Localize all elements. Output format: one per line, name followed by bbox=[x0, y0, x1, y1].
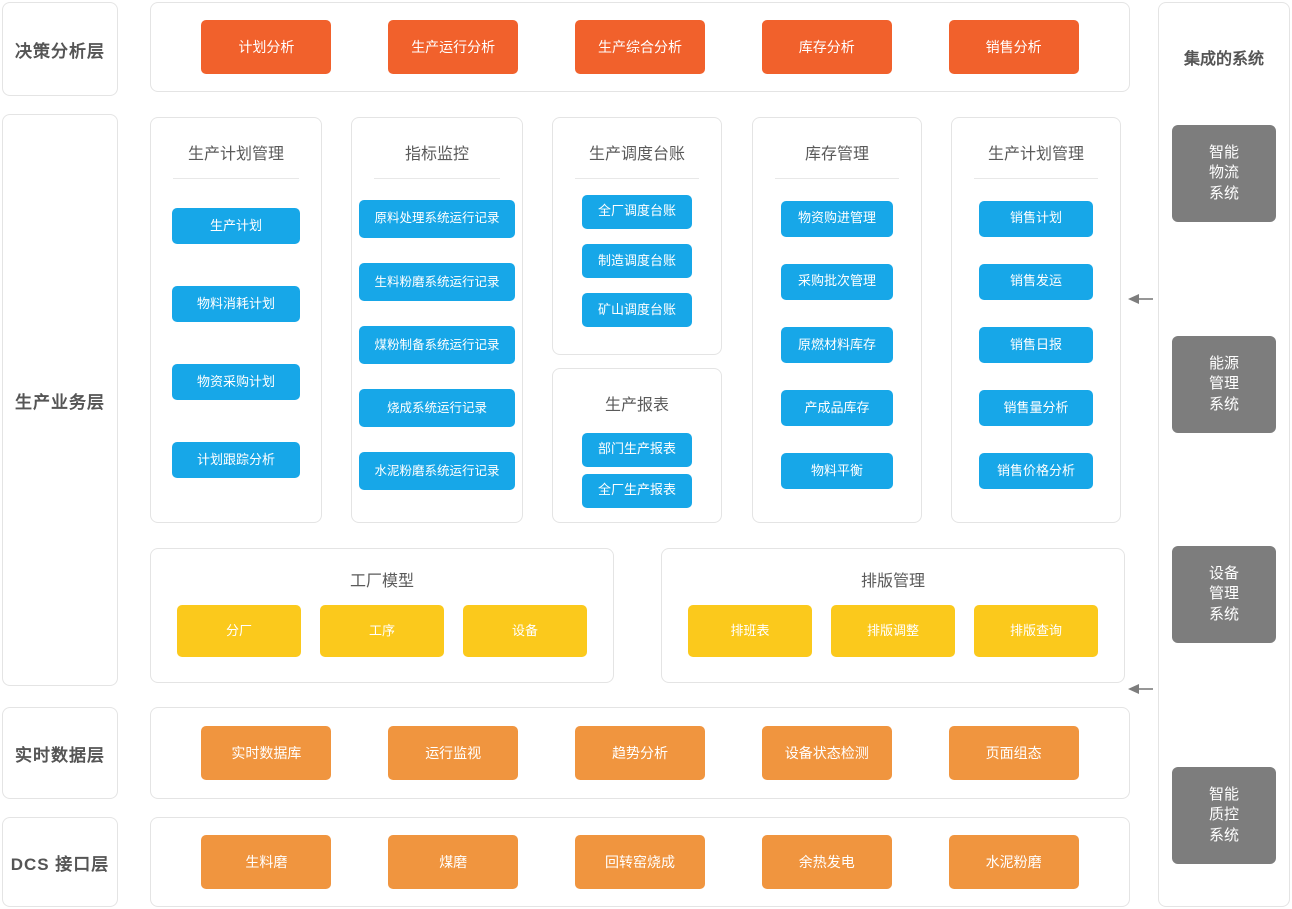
band-schedule-management-item-2[interactable]: 排版查询 bbox=[974, 605, 1098, 657]
decision-item-3[interactable]: 库存分析 bbox=[761, 20, 892, 74]
group-production-report-title: 生产报表 bbox=[604, 397, 669, 414]
layer-label-business: 生产业务层 bbox=[2, 114, 118, 686]
group-indicator-monitor-item-1[interactable]: 生料粉磨系统运行记录 bbox=[359, 262, 515, 301]
integrated-systems-title: 集成的系统 bbox=[1183, 51, 1264, 68]
group-indicator-monitor-title: 指标监控 bbox=[374, 140, 500, 179]
group-dispatch-ledger-item-2[interactable]: 矿山调度台账 bbox=[582, 293, 692, 328]
group-production-plan-title: 生产计划管理 bbox=[173, 140, 299, 179]
decision-item-4[interactable]: 销售分析 bbox=[948, 20, 1079, 74]
group-sales-plan: 生产计划管理 销售计划 销售发运 销售日报 销售量分析 销售价格分析 bbox=[951, 117, 1121, 523]
layer-label-realtime: 实时数据层 bbox=[2, 707, 118, 799]
integrated-system-smart-quality-control-line-1: 质控 bbox=[1208, 806, 1239, 824]
arrow-left-lower bbox=[1128, 682, 1154, 694]
realtime-item-2[interactable]: 趋势分析 bbox=[574, 726, 705, 780]
realtime-data-band: 实时数据库 运行监视 趋势分析 设备状态检测 页面组态 bbox=[150, 707, 1130, 799]
group-inventory-item-4[interactable]: 物料平衡 bbox=[781, 453, 893, 490]
group-sales-plan-item-4[interactable]: 销售价格分析 bbox=[979, 453, 1093, 490]
integrated-system-smart-quality-control-line-2: 系统 bbox=[1208, 826, 1239, 844]
integrated-systems-panel: 集成的系统 智能 物流 系统 能源 管理 系统 设备 管理 系统 智能 质控 系… bbox=[1158, 2, 1290, 907]
decision-analysis-band: 计划分析 生产运行分析 生产综合分析 库存分析 销售分析 bbox=[150, 2, 1130, 92]
layer-label-dcs: DCS 接口层 bbox=[2, 817, 118, 907]
integrated-system-smart-quality-control[interactable]: 智能 质控 系统 bbox=[1172, 767, 1276, 864]
realtime-item-3[interactable]: 设备状态检测 bbox=[761, 726, 892, 780]
group-sales-plan-item-1[interactable]: 销售发运 bbox=[979, 263, 1093, 300]
group-inventory-item-0[interactable]: 物资购进管理 bbox=[781, 200, 893, 237]
dcs-item-3[interactable]: 余热发电 bbox=[761, 835, 892, 889]
realtime-item-4[interactable]: 页面组态 bbox=[948, 726, 1079, 780]
group-production-plan-item-3[interactable]: 计划跟踪分析 bbox=[172, 442, 300, 478]
group-dispatch-ledger: 生产调度台账 全厂调度台账 制造调度台账 矿山调度台账 bbox=[552, 117, 722, 355]
integrated-system-equipment-management-line-0: 设备 bbox=[1208, 565, 1239, 583]
group-inventory-title: 库存管理 bbox=[775, 140, 899, 179]
band-factory-model-item-1[interactable]: 工序 bbox=[320, 605, 444, 657]
layer-label-decision: 决策分析层 bbox=[2, 2, 118, 96]
integrated-system-smart-quality-control-line-0: 智能 bbox=[1208, 786, 1239, 804]
band-factory-model-title: 工厂模型 bbox=[349, 573, 414, 590]
integrated-system-smart-logistics-line-0: 智能 bbox=[1208, 144, 1239, 162]
integrated-system-equipment-management-line-2: 系统 bbox=[1208, 605, 1239, 623]
dcs-item-1[interactable]: 煤磨 bbox=[388, 835, 519, 889]
group-production-plan-item-1[interactable]: 物料消耗计划 bbox=[172, 286, 300, 322]
dcs-item-0[interactable]: 生料磨 bbox=[201, 835, 332, 889]
decision-item-1[interactable]: 生产运行分析 bbox=[388, 20, 519, 74]
band-schedule-management-item-0[interactable]: 排班表 bbox=[688, 605, 812, 657]
group-sales-plan-item-3[interactable]: 销售量分析 bbox=[979, 390, 1093, 427]
decision-item-2[interactable]: 生产综合分析 bbox=[574, 20, 705, 74]
group-inventory-item-2[interactable]: 原燃材料库存 bbox=[781, 326, 893, 363]
group-inventory-item-3[interactable]: 产成品库存 bbox=[781, 390, 893, 427]
decision-item-0[interactable]: 计划分析 bbox=[201, 20, 332, 74]
group-sales-plan-item-0[interactable]: 销售计划 bbox=[979, 200, 1093, 237]
integrated-system-equipment-management[interactable]: 设备 管理 系统 bbox=[1172, 546, 1276, 643]
group-production-report-item-1[interactable]: 全厂生产报表 bbox=[582, 473, 692, 508]
group-production-report: 生产报表 部门生产报表 全厂生产报表 bbox=[552, 368, 722, 523]
integrated-system-smart-logistics-line-2: 系统 bbox=[1208, 184, 1239, 202]
realtime-item-0[interactable]: 实时数据库 bbox=[201, 726, 332, 780]
group-production-plan-item-0[interactable]: 生产计划 bbox=[172, 208, 300, 244]
group-inventory-item-1[interactable]: 采购批次管理 bbox=[781, 263, 893, 300]
dcs-item-2[interactable]: 回转窑烧成 bbox=[574, 835, 705, 889]
dcs-interface-band: 生料磨 煤磨 回转窑烧成 余热发电 水泥粉磨 bbox=[150, 817, 1130, 907]
group-indicator-monitor-item-2[interactable]: 煤粉制备系统运行记录 bbox=[359, 325, 515, 364]
group-production-report-item-0[interactable]: 部门生产报表 bbox=[582, 432, 692, 467]
layer-label-business-text: 生产业务层 bbox=[15, 392, 105, 412]
group-dispatch-ledger-title: 生产调度台账 bbox=[575, 140, 699, 179]
layer-label-realtime-text: 实时数据层 bbox=[15, 745, 105, 765]
dcs-item-4[interactable]: 水泥粉磨 bbox=[948, 835, 1079, 889]
band-schedule-management-item-1[interactable]: 排版调整 bbox=[831, 605, 955, 657]
band-factory-model-item-0[interactable]: 分厂 bbox=[177, 605, 301, 657]
group-production-plan: 生产计划管理 生产计划 物料消耗计划 物资采购计划 计划跟踪分析 bbox=[150, 117, 322, 523]
integrated-system-energy-management-line-0: 能源 bbox=[1208, 355, 1239, 373]
band-schedule-management: 排版管理 排班表 排版调整 排版查询 bbox=[661, 548, 1125, 683]
group-dispatch-ledger-item-1[interactable]: 制造调度台账 bbox=[582, 243, 692, 278]
layer-label-dcs-text: DCS 接口层 bbox=[10, 854, 110, 874]
integrated-system-energy-management-line-2: 系统 bbox=[1208, 395, 1239, 413]
group-production-plan-item-2[interactable]: 物资采购计划 bbox=[172, 364, 300, 400]
integrated-system-energy-management-line-1: 管理 bbox=[1208, 375, 1239, 393]
group-indicator-monitor: 指标监控 原料处理系统运行记录 生料粉磨系统运行记录 煤粉制备系统运行记录 烧成… bbox=[351, 117, 523, 523]
group-indicator-monitor-item-0[interactable]: 原料处理系统运行记录 bbox=[359, 199, 515, 238]
integrated-system-smart-logistics[interactable]: 智能 物流 系统 bbox=[1172, 125, 1276, 222]
integrated-system-equipment-management-line-1: 管理 bbox=[1208, 585, 1239, 603]
integrated-system-energy-management[interactable]: 能源 管理 系统 bbox=[1172, 336, 1276, 433]
band-schedule-management-title: 排版管理 bbox=[860, 573, 925, 590]
group-indicator-monitor-item-4[interactable]: 水泥粉磨系统运行记录 bbox=[359, 452, 515, 491]
group-sales-plan-item-2[interactable]: 销售日报 bbox=[979, 326, 1093, 363]
group-indicator-monitor-item-3[interactable]: 烧成系统运行记录 bbox=[359, 389, 515, 428]
band-factory-model-item-2[interactable]: 设备 bbox=[463, 605, 587, 657]
integrated-system-smart-logistics-line-1: 物流 bbox=[1208, 164, 1239, 182]
group-inventory: 库存管理 物资购进管理 采购批次管理 原燃材料库存 产成品库存 物料平衡 bbox=[752, 117, 922, 523]
group-dispatch-ledger-item-0[interactable]: 全厂调度台账 bbox=[582, 194, 692, 229]
layer-label-decision-text: 决策分析层 bbox=[15, 41, 105, 61]
realtime-item-1[interactable]: 运行监视 bbox=[388, 726, 519, 780]
arrow-left-upper bbox=[1128, 292, 1154, 304]
band-factory-model: 工厂模型 分厂 工序 设备 bbox=[150, 548, 614, 683]
group-sales-plan-title: 生产计划管理 bbox=[974, 140, 1098, 179]
